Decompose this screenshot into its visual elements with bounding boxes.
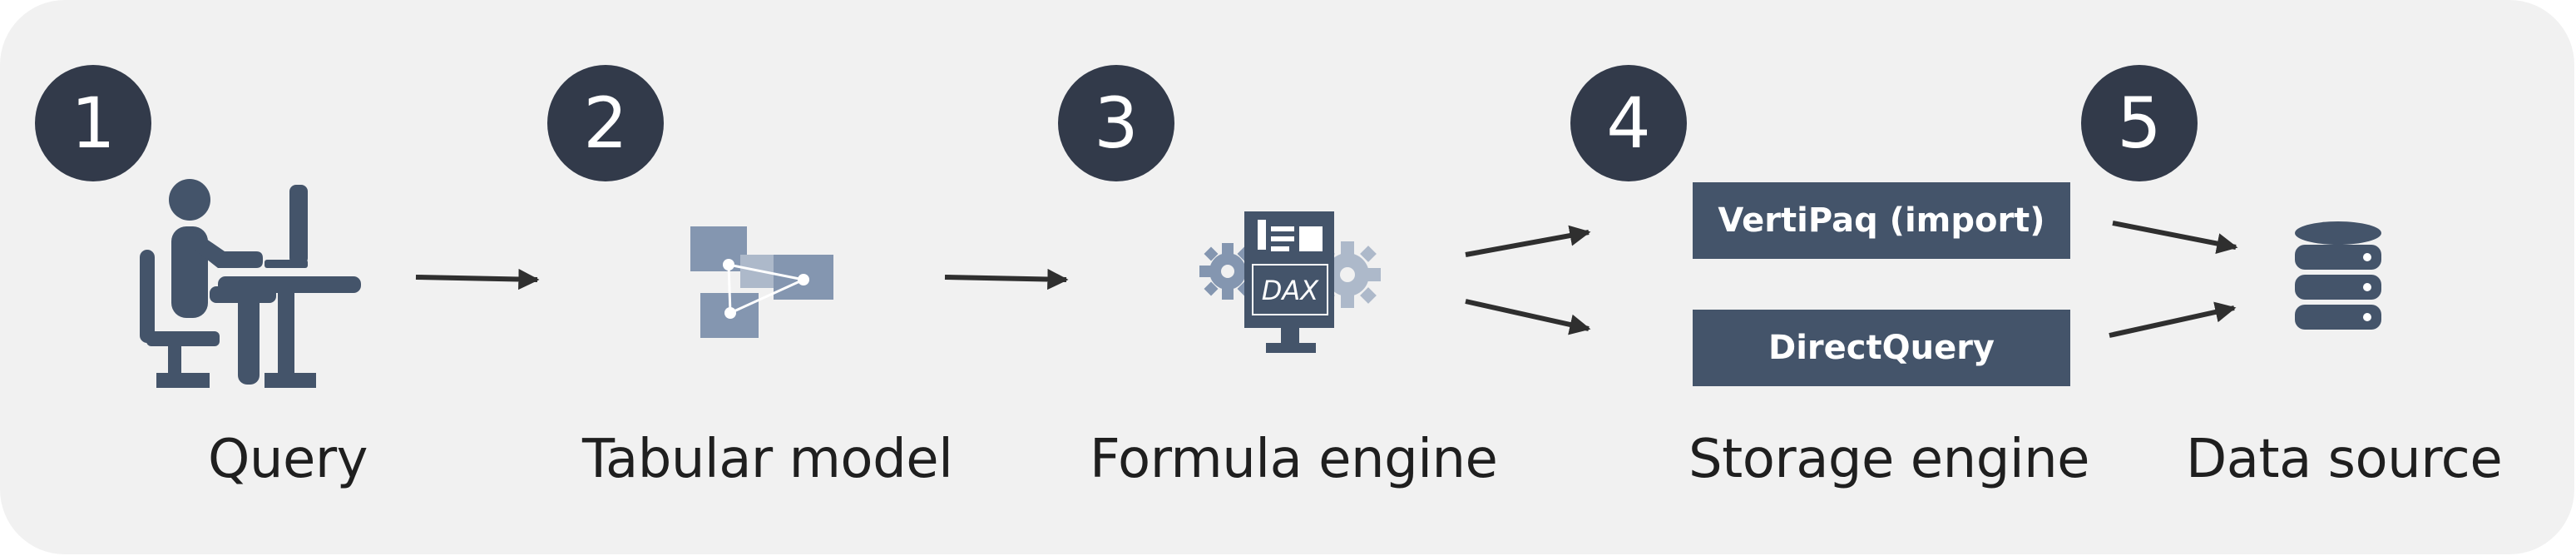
step-1-label: Query xyxy=(208,429,368,490)
arrow-formula-to-vertipaq xyxy=(1465,225,1591,257)
step-1-badge: 1 xyxy=(35,65,151,181)
vertipaq-import-box: VertiPaq (import) xyxy=(1693,182,2070,259)
arrow-vertipaq-to-source xyxy=(2112,221,2238,255)
arrow-query-to-model xyxy=(415,268,540,290)
step-4-label: Storage engine xyxy=(1688,429,2090,490)
formula-engine-icon: DAX xyxy=(1199,211,1381,353)
step-2-label: Tabular model xyxy=(582,429,953,490)
arrow-directquery-to-source xyxy=(2109,301,2237,338)
dax-text: DAX xyxy=(1262,275,1320,306)
step-3-label: Formula engine xyxy=(1090,429,1498,490)
step-5-badge: 5 xyxy=(2081,65,2198,181)
step-3-badge: 3 xyxy=(1058,65,1174,181)
tabular-model-icon xyxy=(690,226,833,338)
directquery-box: DirectQuery xyxy=(1693,310,2070,386)
step-5-label: Data source xyxy=(2186,429,2503,490)
step-2-badge: 2 xyxy=(547,65,664,181)
step-4-badge: 4 xyxy=(1570,65,1687,181)
arrow-formula-to-directquery xyxy=(1465,299,1591,335)
arrow-model-to-formula xyxy=(944,268,1069,290)
database-icon xyxy=(2295,221,2381,330)
person-at-desk-icon xyxy=(140,179,361,388)
